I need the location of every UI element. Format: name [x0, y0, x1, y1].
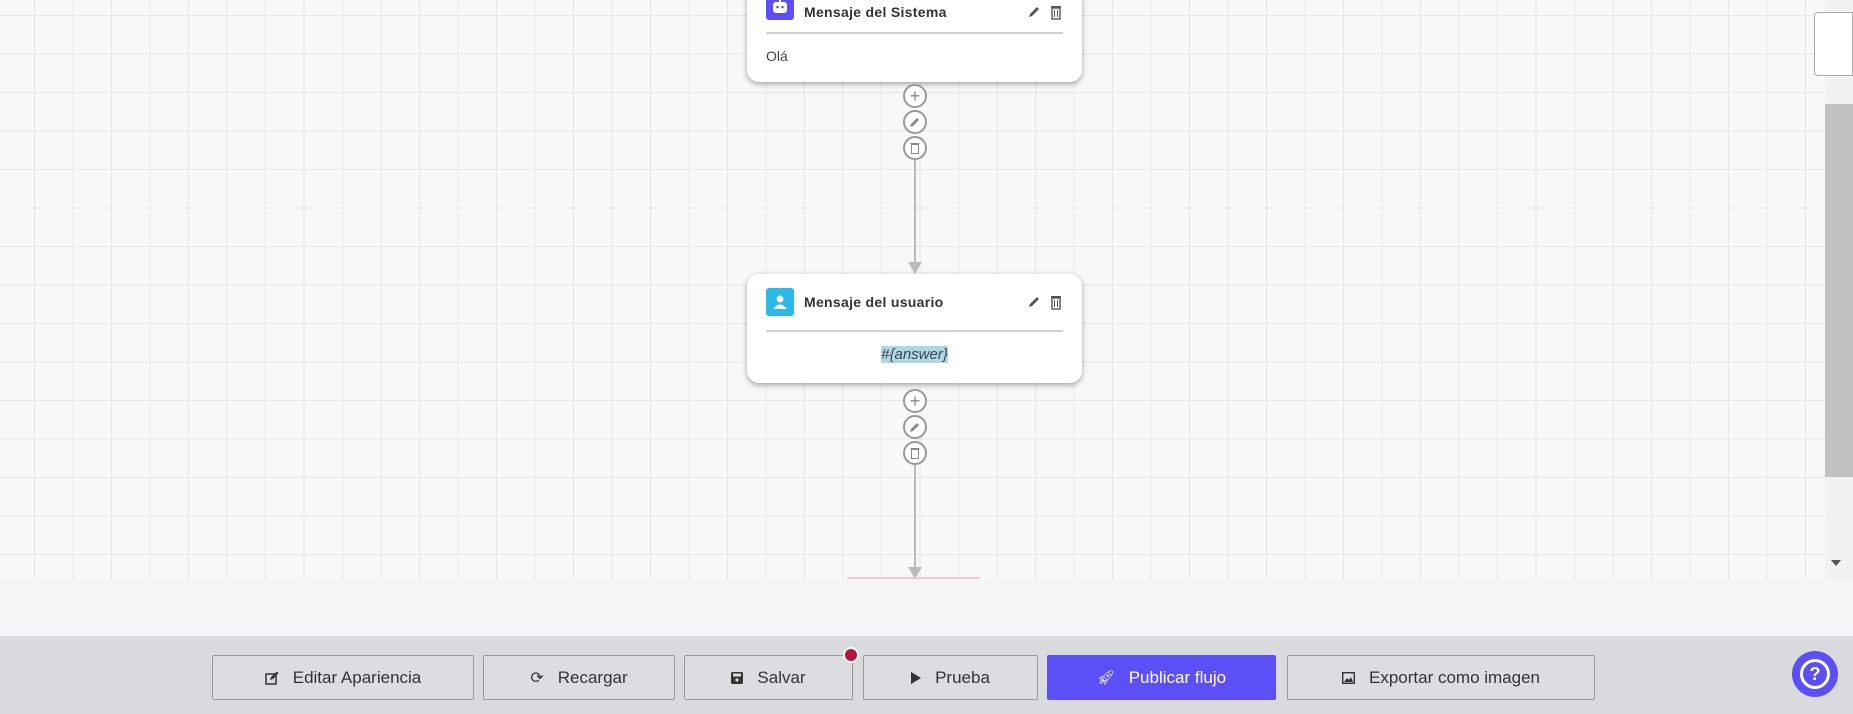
unsaved-changes-dot — [843, 647, 859, 663]
publish-flow-button[interactable]: 🚀︎ Publicar flujo — [1047, 655, 1276, 700]
test-button[interactable]: Prueba — [863, 655, 1038, 700]
edit-icon[interactable] — [1027, 4, 1041, 20]
node-system-message[interactable]: Mensaje del Sistema Olá — [747, 0, 1082, 82]
button-label: Exportar como imagen — [1368, 667, 1541, 687]
plus-icon: + — [909, 86, 921, 106]
connector-line — [914, 160, 916, 264]
rocket-icon: 🚀︎ — [1096, 669, 1115, 685]
reload-button[interactable]: ⟳ Recargar — [483, 655, 675, 700]
edit-connection-button[interactable] — [903, 415, 927, 439]
node-user-message[interactable]: Mensaje del usuario #{answer} — [747, 274, 1082, 383]
add-node-button[interactable]: + — [903, 84, 927, 108]
connector-arrow — [908, 567, 922, 579]
edit-icon[interactable] — [1027, 294, 1041, 310]
export-image-button[interactable]: Exportar como imagen — [1287, 655, 1595, 700]
trash-icon — [910, 143, 920, 154]
pencil-icon — [910, 423, 919, 432]
floppy-disk-icon — [731, 671, 744, 684]
refresh-icon: ⟳ — [530, 669, 544, 687]
connector-arrow — [908, 262, 922, 274]
edit-icon — [264, 671, 279, 685]
plus-icon: + — [909, 391, 921, 411]
play-icon — [911, 671, 922, 684]
add-node-button[interactable]: + — [903, 389, 927, 413]
button-label: Prueba — [935, 667, 990, 687]
side-panel-tab[interactable] — [1814, 12, 1853, 76]
scroll-down-arrow[interactable] — [1831, 560, 1841, 566]
trash-icon — [910, 448, 920, 459]
robot-icon — [766, 0, 794, 20]
delete-connection-button[interactable] — [903, 136, 927, 160]
button-label: Salvar — [757, 667, 806, 687]
button-label: Publicar flujo — [1128, 667, 1227, 687]
help-button[interactable]: ? — [1792, 651, 1838, 697]
flow-canvas[interactable]: Mensaje del Sistema Olá + Mensaje del us… — [0, 0, 1825, 579]
node-title: Mensaje del Sistema — [804, 4, 947, 20]
user-icon — [766, 288, 794, 316]
question-icon: ? — [1800, 659, 1830, 689]
edit-appearance-button[interactable]: Editar Apariencia — [212, 655, 474, 700]
next-node-edge — [847, 577, 980, 579]
delete-connection-button[interactable] — [903, 441, 927, 465]
node-body: #{answer} — [881, 346, 948, 363]
image-icon — [1341, 671, 1355, 684]
save-button[interactable]: Salvar — [684, 655, 853, 700]
node-title: Mensaje del usuario — [804, 294, 944, 310]
edit-connection-button[interactable] — [903, 110, 927, 134]
node-body: Olá — [766, 48, 788, 64]
button-label: Editar Apariencia — [292, 667, 422, 687]
pencil-icon — [910, 118, 919, 127]
trash-icon[interactable] — [1049, 294, 1063, 310]
button-label: Recargar — [557, 667, 628, 687]
trash-icon[interactable] — [1049, 4, 1063, 20]
connector-line — [914, 465, 916, 569]
scrollbar-thumb[interactable] — [1825, 104, 1853, 477]
